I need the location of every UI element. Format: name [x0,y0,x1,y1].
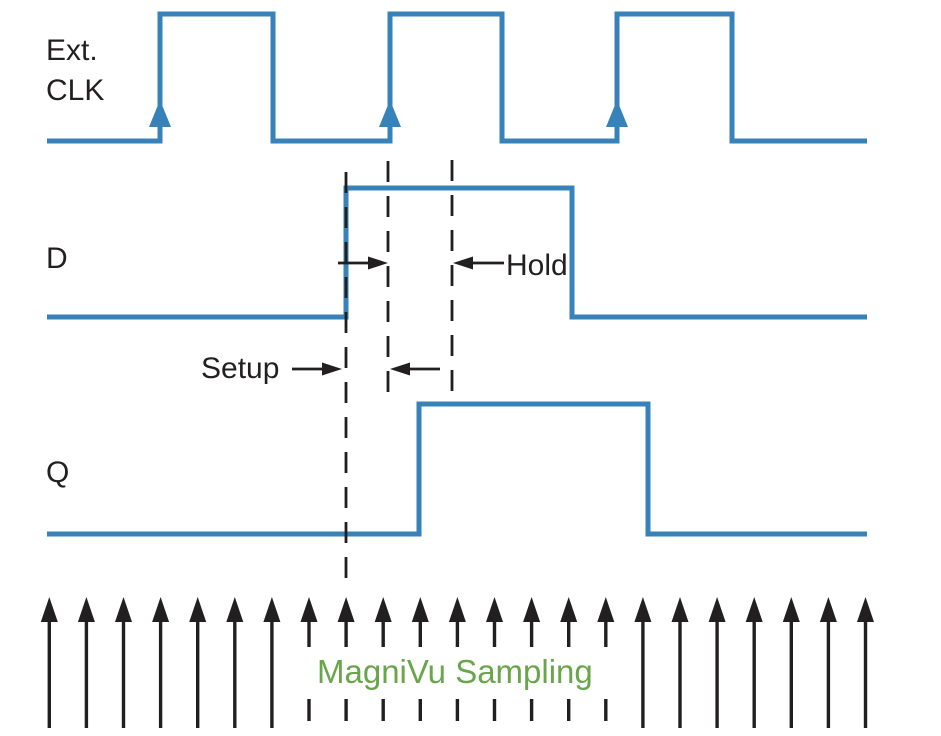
sampling-arrow [745,597,763,728]
sampling-arrow-head [40,597,58,622]
sampling-arrow-head [337,597,355,622]
setup-left-bound-arrow [292,362,342,376]
hold-time-label: Hold [506,249,568,282]
sampling-arrow [115,597,132,728]
hold-right-bound-arrow [453,256,504,270]
sampling-arrow [263,597,281,728]
clk-rising-edge-arrow [606,100,628,127]
sampling-arrow [448,597,466,721]
magnivu-sampling-label: MagniVu Sampling [317,653,593,690]
setup-left-bound-arrow-head [322,362,342,376]
sampling-arrow-head [300,597,318,622]
sampling-arrow [560,597,578,721]
sampling-arrow-head [189,597,207,622]
sampling-arrow-head [448,597,466,622]
sampling-arrow-head [411,597,429,622]
sampling-arrow-head [486,597,503,622]
setup-right-bound-arrow-head [390,362,410,376]
sampling-arrow [77,597,95,728]
sampling-arrow-head [782,597,800,622]
sampling-arrow-head [560,597,578,622]
sampling-arrow-head [597,597,615,622]
sampling-arrow [411,597,429,721]
ext-clk-label-line1: Ext. [46,34,98,67]
sampling-arrow [782,597,800,728]
hold-right-bound-arrow-head [453,256,473,270]
sampling-arrow-head [152,597,170,622]
sampling-arrow [857,597,874,728]
sampling-arrow-head [745,597,763,622]
sampling-arrow-head [708,597,726,622]
setup-right-bound-arrow [390,362,440,376]
sampling-arrow [634,597,652,728]
sampling-arrow-head [634,597,652,622]
clk-rising-edge-arrow [379,100,401,127]
magnivu-sampling-arrows [40,597,874,728]
sampling-arrow [152,597,170,728]
sampling-arrow [486,597,503,721]
sampling-arrow [374,597,392,721]
sampling-arrow [337,597,355,721]
sampling-arrow-head [857,597,874,622]
d-waveform [47,185,867,320]
setup-time-label: Setup [201,352,280,385]
q-waveform [47,401,867,537]
sampling-arrow [819,597,837,728]
sampling-arrow [300,597,318,721]
sampling-arrow-head [374,597,392,622]
sampling-arrow [523,597,541,721]
ext-clk-label-line2: CLK [46,74,105,107]
sampling-arrow [708,597,726,728]
sampling-arrow-head [226,597,244,622]
sampling-arrow-head [671,597,689,622]
d-signal-label: D [46,242,68,275]
sampling-arrow-head [115,597,132,622]
sampling-arrow-head [263,597,281,622]
hold-left-bound-arrow [338,256,388,270]
sampling-arrow-head [523,597,541,622]
hold-left-bound-arrow-head [368,256,388,270]
sampling-arrow [597,597,615,721]
sampling-arrow [189,597,207,728]
sampling-arrow [671,597,689,728]
clk-rising-edge-arrow [149,100,171,127]
q-signal-label: Q [46,456,70,489]
sampling-arrow [226,597,244,728]
sampling-arrow-head [819,597,837,622]
sampling-arrow-head [77,597,95,622]
ext-clk-waveform [47,11,867,144]
sampling-arrow [40,597,58,728]
